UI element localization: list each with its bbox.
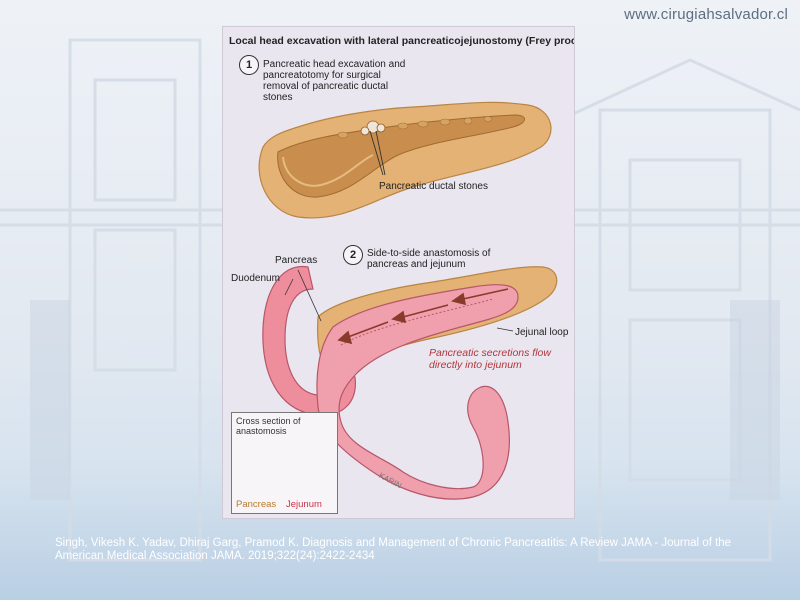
anastomosis-shape [262,266,558,500]
step-2-badge: 2 [343,245,363,265]
site-url: www.cirugiahsalvador.cl [624,6,788,23]
duodenum-label: Duodenum [231,273,280,284]
figure-title: Local head excavation with lateral pancr… [229,35,575,47]
step-2-text: Side-to-side anastomosis of pancreas and… [367,248,491,270]
cross-section-pancreas-label: Pancreas [236,499,277,510]
anatomy-figure: Local head excavation with lateral pancr… [222,26,575,519]
step-1-text: Pancreatic head excavation and pancreato… [263,59,406,103]
cross-section-title: Cross section of anastomosis [236,416,301,436]
step-1-badge: 1 [239,55,259,75]
jejunal-loop-label: Jejunal loop [515,327,569,338]
secretions-note: Pancreatic secretions flow directly into… [429,347,551,371]
stones-label: Pancreatic ductal stones [379,181,488,192]
citation-text: Singh, Vikesh K. Yadav, Dhiraj Garg, Pra… [55,537,732,562]
cross-section-jejunum-label: Jejunum [286,499,322,510]
pancreas-label: Pancreas [275,255,318,266]
cross-section-inset: Cross section of anastomosis Pancreas Je… [231,412,338,514]
excavated-pancreas-shape [258,101,552,219]
